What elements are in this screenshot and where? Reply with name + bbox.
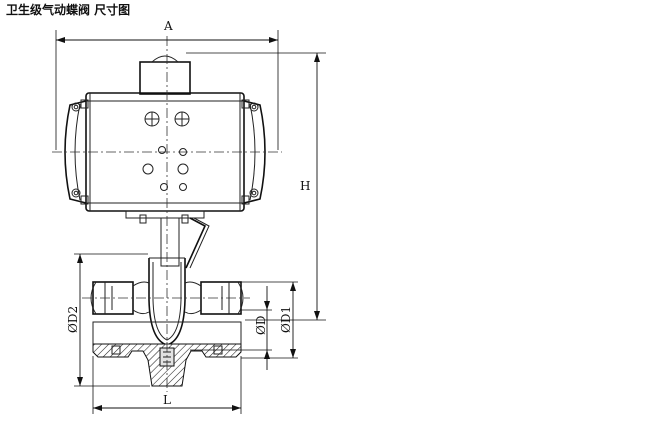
dimension-d1-label: ØD1	[279, 306, 293, 333]
pneumatic-actuator	[64, 55, 266, 269]
dimension-d2-label: ØD2	[66, 306, 80, 333]
dimension-d-label: ØD	[254, 316, 268, 335]
position-indicator	[139, 55, 191, 95]
port-holes	[142, 111, 190, 191]
dimension-d: ØD	[190, 286, 272, 370]
dimension-l: L	[92, 356, 242, 414]
mounting-bracket	[125, 210, 210, 269]
dimension-a-label: A	[163, 19, 173, 33]
dimension-d1: ØD1	[241, 281, 298, 359]
dimension-h-label: H	[300, 179, 310, 193]
dimension-h: H	[186, 52, 326, 321]
center-lines	[52, 36, 282, 392]
dimension-l-label: L	[163, 393, 171, 407]
dimension-a: A	[55, 19, 279, 150]
page-title: 卫生级气动蝶阀 尺寸图	[6, 3, 131, 17]
dimension-d2: ØD2	[66, 253, 150, 387]
